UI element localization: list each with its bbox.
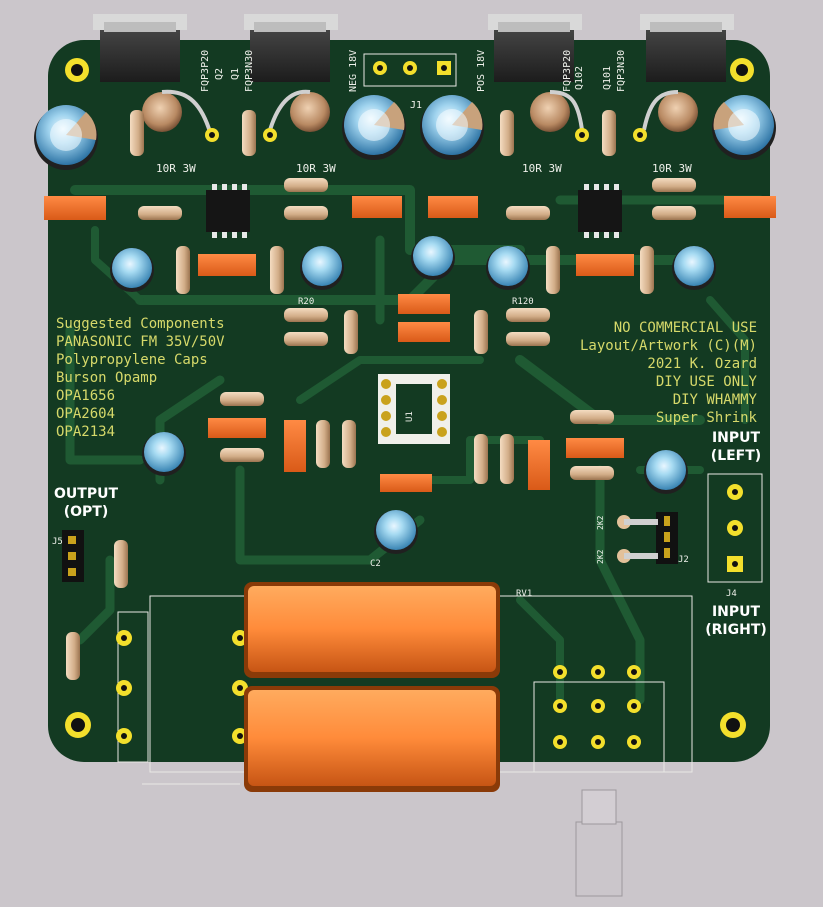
label-q101: Q101	[602, 66, 613, 90]
note-right-line: Layout/Artwork (C)(M)	[580, 338, 757, 354]
notes-right: NO COMMERCIAL USE Layout/Artwork (C)(M) …	[580, 320, 758, 426]
label-10r-3w-a: 10R 3W	[156, 162, 196, 175]
resistors-vertical-top	[66, 110, 654, 680]
label-j1: J1	[410, 100, 422, 111]
label-q1: Q1	[230, 68, 241, 80]
input-right-label-sub: (RIGHT)	[705, 622, 767, 638]
label-r20: R20	[298, 297, 314, 307]
output-label: OUTPUT	[54, 486, 118, 502]
label-j5: J5	[52, 537, 63, 547]
notes-left: Suggested Components PANASONIC FM 35V/50…	[56, 316, 225, 440]
output-label-opt: (OPT)	[64, 504, 109, 520]
input-jumper-j2	[617, 512, 678, 564]
label-2k2-b: 2K2	[596, 549, 605, 564]
input-left-label: INPUT	[712, 430, 761, 446]
note-left-line: OPA2134	[56, 424, 115, 440]
label-fq-right: FQP3N30	[616, 50, 627, 92]
label-q102: Q102	[574, 66, 585, 90]
input-right-label: INPUT	[712, 604, 761, 620]
note-right-line: DIY WHAMMY	[673, 392, 758, 408]
mounting-holes	[65, 58, 754, 738]
input-header-j4	[707, 473, 763, 583]
label-r120: R120	[512, 297, 534, 307]
label-j4: J4	[726, 589, 737, 599]
potentiometer-rv1	[116, 595, 693, 785]
smd-caps	[44, 196, 776, 492]
pot-shaft	[575, 789, 623, 897]
label-fq-right2: FQP3P20	[562, 50, 573, 92]
label-q2: Q2	[214, 68, 225, 80]
label-2k2-a: 2K2	[596, 515, 605, 530]
output-header-j5	[62, 530, 84, 582]
note-left-line: Suggested Components	[56, 316, 225, 332]
dip8-ics	[206, 184, 622, 238]
dip-socket-u1	[378, 374, 450, 444]
label-rv1: RV1	[516, 589, 532, 599]
label-pos-18v: POS 18V	[476, 50, 487, 92]
note-left-line: OPA2604	[56, 406, 115, 422]
to92-transistors	[142, 89, 698, 133]
label-10r-3w-b: 10R 3W	[296, 162, 336, 175]
pads-top	[205, 128, 647, 142]
label-10r-3w-d: 10R 3W	[652, 162, 692, 175]
note-left-line: OPA1656	[56, 388, 115, 404]
note-left-line: PANASONIC FM 35V/50V	[56, 334, 225, 350]
label-neg-18v: NEG 18V	[348, 50, 359, 92]
electrolytic-caps-small	[110, 236, 716, 554]
label-u1: U1	[405, 411, 415, 422]
note-right-line: 2021 K. Ozard	[647, 356, 757, 372]
note-right-line: Super Shrink	[656, 410, 758, 426]
note-left-line: Polypropylene Caps	[56, 352, 208, 368]
label-fq-left: FQP3P20	[200, 50, 211, 92]
electrolytic-caps-large	[34, 95, 776, 170]
resistors-horizontal	[138, 178, 696, 480]
label-j2: J2	[678, 555, 689, 565]
note-right-line: NO COMMERCIAL USE	[614, 320, 757, 336]
note-right-line: DIY USE ONLY	[656, 374, 758, 390]
note-left-line: Burson Opamp	[56, 370, 157, 386]
film-caps-c2	[244, 582, 500, 792]
input-left-label-sub: (LEFT)	[711, 448, 761, 464]
power-header-j1	[363, 53, 457, 87]
label-10r-3w-c: 10R 3W	[522, 162, 562, 175]
label-fq-left2: FQP3N30	[244, 50, 255, 92]
heatsinks	[93, 14, 734, 82]
label-c2: C2	[370, 559, 381, 569]
